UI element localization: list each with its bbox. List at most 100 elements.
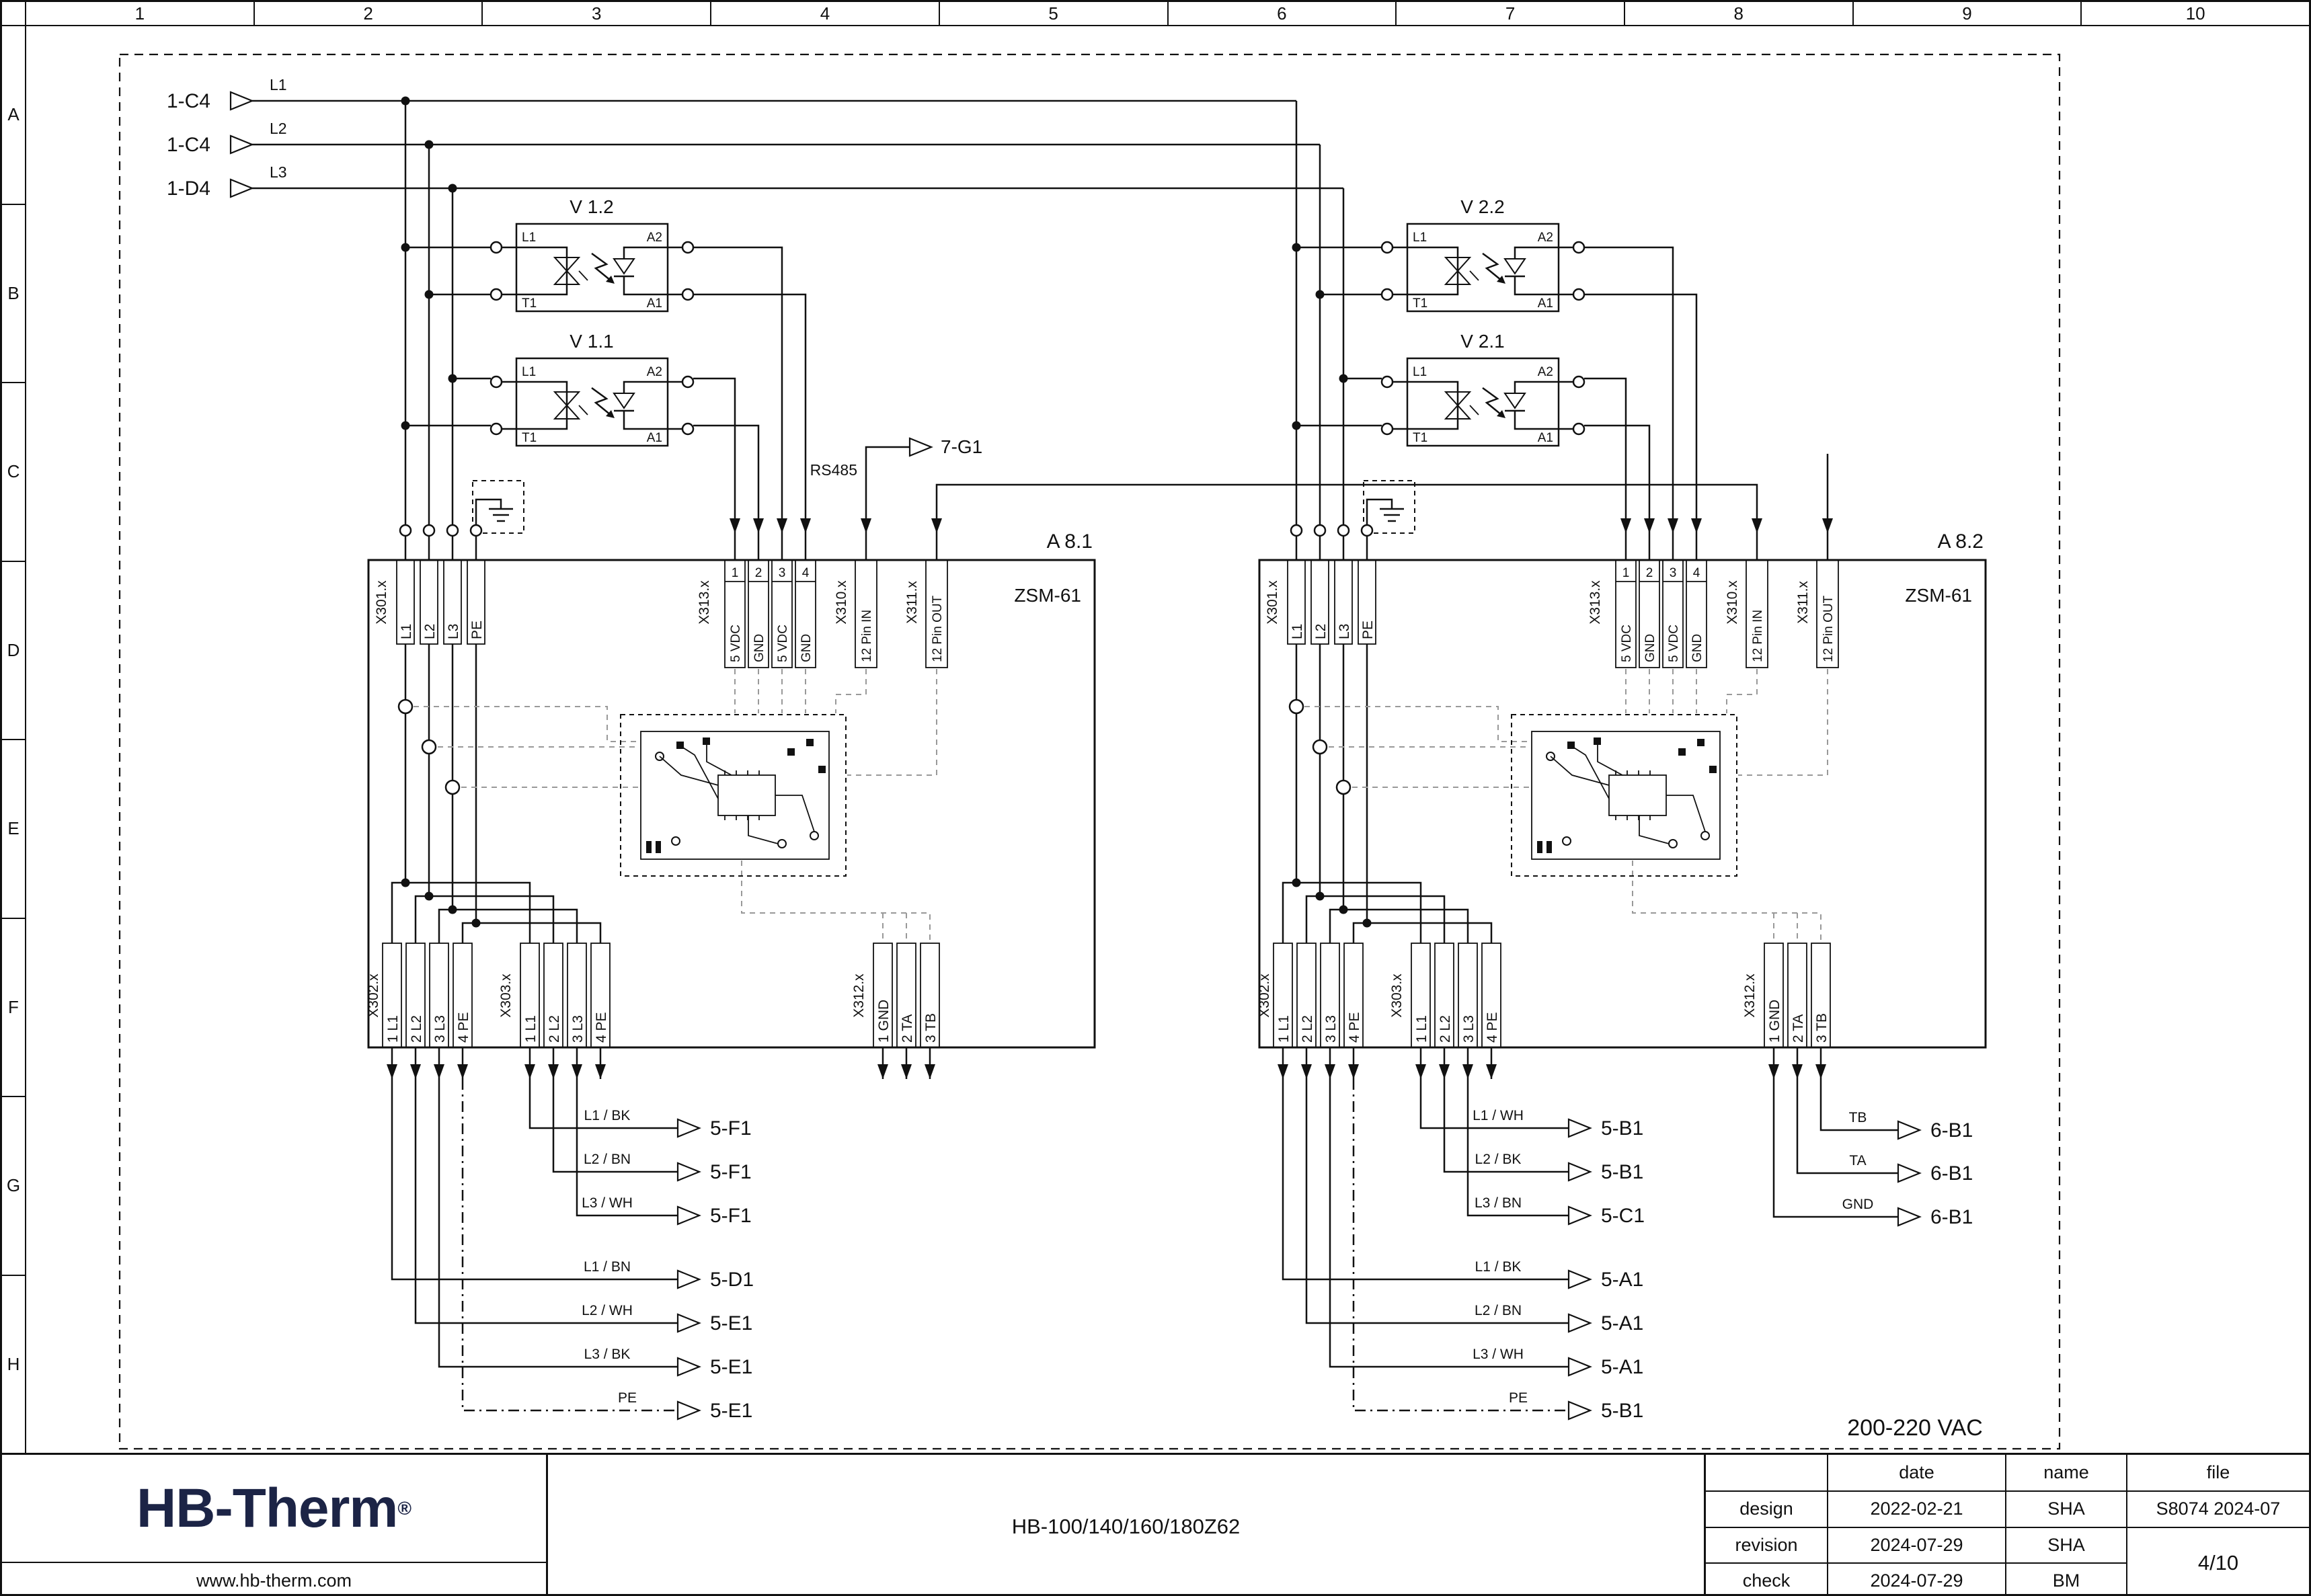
connector-x313: 1 2 3 4 5 VDC GND 5 VDC GND X313.x [697, 559, 816, 668]
internal-dashed-routing [414, 669, 937, 942]
wire-label: GND [1842, 1197, 1874, 1212]
dest-arrow-icon [1567, 1400, 1592, 1421]
dest-arrow-icon [1897, 1120, 1922, 1140]
pin-label: 12 Pin IN [860, 610, 874, 662]
wire-label: TB [1849, 1110, 1867, 1125]
relay-tap-wires [401, 243, 491, 430]
revision-name: SHA [2005, 1526, 2126, 1562]
ruler-corner [2, 2, 26, 25]
module1-outputs: L1 / BK 5-F1 L2 / BN 5-F1 L3 / WH 5-F1 L… [391, 1079, 754, 1422]
connector-label: X312.x [851, 973, 867, 1018]
column-label: 6 [1169, 2, 1397, 25]
exit-arrow-icons [387, 1047, 935, 1079]
row-label: F [2, 919, 25, 1097]
registered-mark: ® [397, 1497, 412, 1519]
pe-ground [472, 480, 524, 534]
pin-label: 4 PE [594, 1012, 609, 1043]
row-label: H [7, 1353, 20, 1374]
internal-phase-wires [391, 644, 602, 943]
dest-label: 5-C1 [1601, 1205, 1645, 1227]
row-label: E [2, 740, 25, 919]
wire-label: L3 / BN [1475, 1195, 1522, 1211]
wire-label: PE [1509, 1390, 1528, 1406]
dest-label: 6-B1 [1930, 1162, 1973, 1185]
dest-label: 5-F1 [710, 1205, 752, 1227]
dest-label: 6-B1 [1930, 1206, 1973, 1228]
source-arrow-icon [229, 178, 254, 198]
design-name: SHA [2005, 1490, 2126, 1527]
dest-arrow-icon [1567, 1269, 1592, 1289]
check-label: check [1706, 1562, 1827, 1594]
column-label: 1 [26, 2, 255, 25]
module-ref: A 8.1 [1047, 530, 1093, 553]
module-ref: A 8.2 [1938, 530, 1984, 553]
pin-label: L2 [422, 624, 438, 639]
dest-arrow-icon [676, 1205, 701, 1226]
dest-arrow-icon [676, 1357, 701, 1377]
dest-label: 5-F1 [710, 1117, 752, 1140]
empty-header-cell [1706, 1455, 1827, 1491]
dest-arrow-icon [676, 1400, 701, 1421]
source-arrow-icon [229, 91, 254, 111]
pin-label: 1 L1 [385, 1015, 401, 1043]
pin-label: 12 Pin OUT [931, 595, 945, 662]
x301-entry-terminals [399, 524, 483, 560]
wire-label: TA [1849, 1153, 1866, 1168]
column-label: 7 [1397, 2, 1625, 25]
wire-label: L1 / BN [584, 1259, 631, 1275]
pin-number: 3 [779, 566, 786, 580]
dest-arrow-icon [676, 1162, 701, 1182]
date-header: date [1827, 1455, 2005, 1491]
relay-title: V 1.2 [570, 196, 613, 217]
supply-feeds: 1-C4 1-C4 1-D4 L1 L2 L3 [167, 76, 1343, 200]
dest-arrow-icon [1897, 1207, 1922, 1227]
wire-label: L1 / BK [1475, 1259, 1522, 1275]
connector-x302: 1 L1 2 L2 3 L3 4 PE X302.x [366, 943, 473, 1048]
column-label: 3 [483, 2, 712, 25]
dest-label: 5-E1 [710, 1312, 752, 1334]
relay-control-wires [693, 246, 807, 518]
pin-label: 2 L2 [547, 1015, 562, 1043]
source-arrow-icon [229, 134, 254, 155]
bus-target: 7-G1 [941, 436, 982, 457]
feed-ref: 1-C4 [167, 90, 210, 112]
phase-label: L3 [270, 163, 287, 181]
column-label: 4 [711, 2, 940, 25]
dest-label: 5-B1 [1601, 1161, 1643, 1183]
connector-label: X310.x [834, 580, 849, 625]
zsm-module-core: ZSM-61 X301.x L1 L2 L3 PE [366, 101, 1096, 1079]
row-ruler: A B C D E F G H [2, 26, 26, 1453]
pin-label: L3 [446, 624, 461, 639]
revision-label: revision [1706, 1526, 1827, 1562]
dest-arrow-icon [676, 1313, 701, 1333]
dest-label: 5-E1 [710, 1356, 752, 1378]
dest-arrow-icon [1567, 1357, 1592, 1377]
zsm-module-core-right [1257, 101, 1986, 1079]
phase-label: L1 [270, 76, 287, 93]
dest-label: 5-F1 [710, 1161, 752, 1183]
wire-label: L2 / BK [1475, 1152, 1522, 1167]
column-label: 8 [1625, 2, 1854, 25]
dest-arrow-icon [1567, 1118, 1592, 1138]
pin-label: 2 L2 [409, 1015, 424, 1043]
row-label: C [2, 383, 25, 562]
wire-label: L3 / WH [582, 1195, 633, 1211]
phase-label: L2 [270, 120, 287, 137]
pin-label: 4 PE [456, 1012, 471, 1043]
pcb-graphic [620, 714, 847, 877]
pin-number: 4 [802, 566, 810, 580]
dest-label: 5-B1 [1601, 1117, 1643, 1140]
wire-label: L1 / BK [584, 1108, 631, 1123]
connector-x301: X301.x L1 L2 L3 PE [374, 559, 485, 645]
check-name: BM [2005, 1562, 2126, 1594]
connector-label: X311.x [904, 581, 920, 624]
pcb-ic [717, 774, 776, 816]
rs485-bus: 7-G1 RS485 [810, 436, 1829, 518]
dest-label: 5-A1 [1601, 1356, 1643, 1378]
connector-x311: 12 Pin OUT X311.x [904, 559, 948, 668]
pin-label: 1 GND [876, 1000, 892, 1043]
company-website: www.hb-therm.com [2, 1562, 546, 1594]
relay-lower [489, 357, 695, 447]
